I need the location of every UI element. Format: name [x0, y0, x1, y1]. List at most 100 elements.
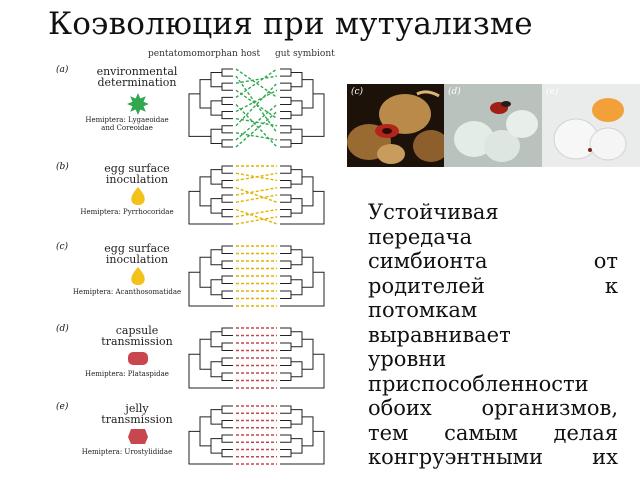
- phylogeny-tree: [280, 165, 325, 225]
- tree-branch: [210, 72, 222, 88]
- symbiont-column-header: gut symbiont: [275, 49, 335, 59]
- cophylogeny-tree-pair: [188, 68, 325, 148]
- tree-branch: [291, 249, 303, 266]
- host-symbiont-link: [235, 208, 278, 225]
- tree-branch: [221, 372, 233, 381]
- photo-label-e: (e): [546, 87, 559, 97]
- tree-branch: [280, 342, 292, 351]
- tree-branch: [221, 111, 233, 120]
- photo-jelly: (e): [542, 84, 640, 167]
- body-line: тем самым делая: [368, 420, 618, 445]
- photo-capsules: (d): [444, 84, 542, 167]
- red-jelly-icon: [128, 429, 148, 444]
- host-symbiont-link: [235, 172, 278, 182]
- host-symbiont-link: [235, 68, 278, 98]
- tree-branch: [210, 331, 222, 348]
- panel-label: (c): [56, 242, 69, 252]
- tree-branch: [280, 353, 325, 389]
- host-symbiont-link: [235, 187, 278, 203]
- tree-branch: [221, 342, 233, 351]
- tree-branch: [280, 82, 292, 91]
- tree-branch: [291, 331, 303, 348]
- cophylogeny-tree-pair: [188, 327, 325, 389]
- tree-branch: [291, 72, 303, 88]
- tree-branch: [302, 176, 314, 207]
- photo-seed-pods: (c): [347, 84, 444, 167]
- cophylogeny-tree-pair: [188, 165, 325, 225]
- tree-branch: [302, 256, 314, 288]
- phylogeny-tree: [188, 165, 233, 225]
- tree-branch: [199, 79, 211, 109]
- tree-branch: [280, 372, 292, 381]
- tree-branch: [280, 111, 292, 120]
- tree-branch: [280, 357, 292, 366]
- panel-label: (b): [56, 162, 69, 172]
- tree-branch: [280, 290, 292, 299]
- tree-branch: [221, 139, 233, 148]
- body-text: Устойчивая передача симбионта от родител…: [368, 200, 618, 480]
- tree-branch: [210, 361, 222, 378]
- tree-branch: [210, 438, 222, 454]
- tree-branch: [221, 96, 233, 105]
- yellow-drop-icon: [131, 187, 145, 205]
- phylogeny-tree: [188, 68, 233, 148]
- tree-branch: [210, 100, 222, 116]
- green-star-icon: [127, 93, 149, 115]
- panel-label: (d): [56, 324, 69, 334]
- tree-branch: [210, 169, 222, 185]
- phylogeny-tree: [280, 405, 325, 465]
- tree-branch: [280, 209, 292, 218]
- tree-branch: [221, 357, 233, 366]
- tree-branch: [221, 327, 233, 336]
- red-capsule-icon: [128, 352, 148, 365]
- body-line: Устойчивая: [368, 200, 499, 224]
- phylogeny-tree: [188, 327, 233, 389]
- host-symbiont-link: [235, 132, 278, 141]
- tree-branch: [291, 409, 303, 425]
- host-symbiont-link: [235, 216, 278, 225]
- host-symbiont-link: [235, 68, 278, 98]
- host-symbiont-link: [235, 103, 278, 148]
- tree-branch: [188, 190, 233, 225]
- host-symbiont-link: [235, 75, 278, 134]
- body-line: приспособленности: [368, 371, 589, 396]
- host-symbiont-link: [235, 89, 278, 113]
- tree-branch: [302, 338, 314, 370]
- tree-branch: [221, 449, 233, 458]
- tree-branch: [291, 169, 303, 185]
- tree-branch: [188, 93, 211, 137]
- body-line: родителей к: [368, 273, 618, 298]
- tree-branch: [221, 420, 233, 429]
- yellow-drop-icon: [131, 267, 145, 285]
- body-line: выравнивает: [368, 322, 511, 347]
- photo-label-c: (c): [351, 87, 364, 97]
- tree-branch: [291, 279, 303, 296]
- tree-branch: [280, 275, 292, 284]
- tree-branch: [280, 405, 292, 414]
- tree-branch: [221, 405, 233, 414]
- tree-branch: [280, 180, 292, 189]
- cophylogeny-tree-pair: [188, 405, 325, 465]
- photo-label-d: (d): [448, 87, 461, 97]
- tree-branch: [221, 245, 233, 254]
- body-line: передача: [368, 224, 473, 249]
- jelly-image: [542, 84, 640, 167]
- tree-branch: [210, 279, 222, 296]
- tree-branch: [280, 125, 292, 134]
- phylogeny-tree: [188, 245, 233, 307]
- tree-branch: [221, 180, 233, 189]
- tree-branch: [302, 79, 314, 109]
- tree-branch: [302, 416, 314, 447]
- host-taxon-label: Hemiptera: Pyrrhocoridae: [80, 208, 174, 216]
- tree-branch: [199, 256, 211, 288]
- phylogeny-tree: [188, 405, 233, 465]
- tree-branch: [199, 176, 211, 207]
- tree-branch: [280, 434, 292, 443]
- phylogeny-tree: [280, 68, 325, 148]
